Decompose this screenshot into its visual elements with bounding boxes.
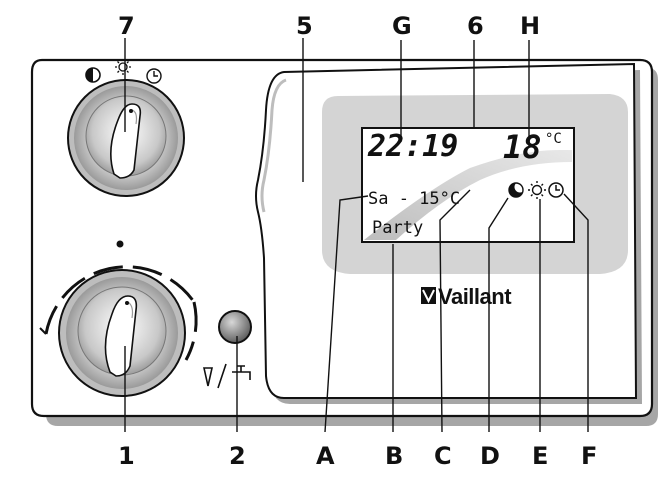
moon-icon [508,181,526,198]
brand-logo: Vaillant [421,284,513,309]
callout-a: A [316,442,335,470]
callout-e: E [532,442,548,470]
tap-water-icon [203,363,251,389]
callout-c: C [434,442,452,470]
moon-icon [85,67,101,83]
callout-5: 5 [296,12,313,40]
temperature-scale-arc [44,265,196,335]
callout-f: F [581,442,597,470]
lcd-sweep-graphic [364,150,572,240]
temperature-knob[interactable] [39,240,198,397]
sun-icon [528,181,546,199]
clock-icon [146,68,162,84]
display-status-line: Sa - 15°C [368,189,460,209]
clock-icon [548,182,564,198]
callout-6: 6 [467,12,484,40]
callout-1: 1 [118,442,135,470]
callout-g: G [392,12,412,40]
callout-2: 2 [229,442,246,470]
callout-h: H [520,12,540,40]
display-temperature: 18 [503,128,542,166]
callout-leaders [124,38,589,433]
mode-selector-knob[interactable] [67,59,185,197]
callout-7: 7 [118,12,135,40]
display-temperature-unit: °C [545,131,562,147]
callout-d: D [480,442,500,470]
hot-water-button[interactable] [203,310,252,389]
lcd-screen: 22:19 18 °C Sa - 15°C Party [361,127,575,243]
sun-icon [115,59,131,75]
brand-name: Vaillant [438,284,512,309]
callout-labels: 7 5 G 6 H 1 2 A B C D E F [118,12,597,470]
display-time: 22:19 [367,129,458,164]
display-mode-line: Party [372,218,423,238]
callout-b: B [385,442,403,470]
